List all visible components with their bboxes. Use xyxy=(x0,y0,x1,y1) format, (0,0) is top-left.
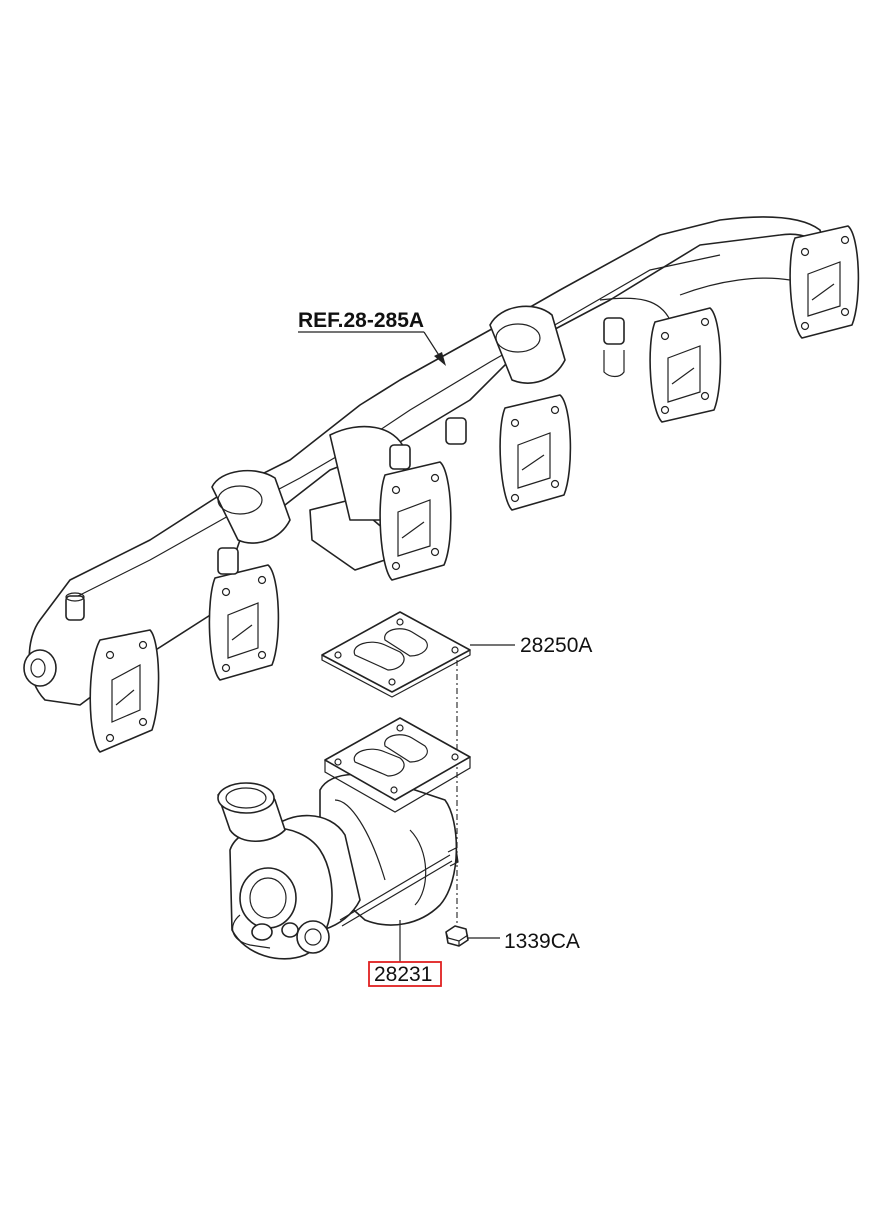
nut-part-number: 1339CA xyxy=(504,930,580,953)
ref-callout: REF.28-285A xyxy=(298,309,446,366)
gasket-part-number: 28250A xyxy=(520,634,592,657)
gasket-part xyxy=(321,611,471,698)
turbo-highlight-box xyxy=(368,961,442,987)
turbo-callout: 28231 xyxy=(368,920,442,987)
ref-arrowhead-icon xyxy=(434,352,446,366)
manifold-flange-3 xyxy=(379,461,452,581)
manifold-flange-5 xyxy=(603,307,722,423)
pipe-joint-ring-right xyxy=(489,305,566,384)
turbo-part-number: 28231 xyxy=(374,963,432,986)
manifold-left-end xyxy=(23,592,85,687)
manifold-flange-4 xyxy=(445,394,572,511)
nut-part xyxy=(445,925,469,947)
manifold-flange-6 xyxy=(789,225,860,339)
turbocharger-part xyxy=(217,717,471,960)
manifold-flange-1 xyxy=(89,629,160,753)
pipe-joint-ring-left xyxy=(211,469,291,544)
gasket-callout: 28250A xyxy=(470,634,592,657)
exhaust-manifold xyxy=(23,216,860,753)
nut-callout: 1339CA xyxy=(468,930,580,953)
ref-label: REF.28-285A xyxy=(298,309,424,332)
manifold-flange-2 xyxy=(208,547,280,681)
